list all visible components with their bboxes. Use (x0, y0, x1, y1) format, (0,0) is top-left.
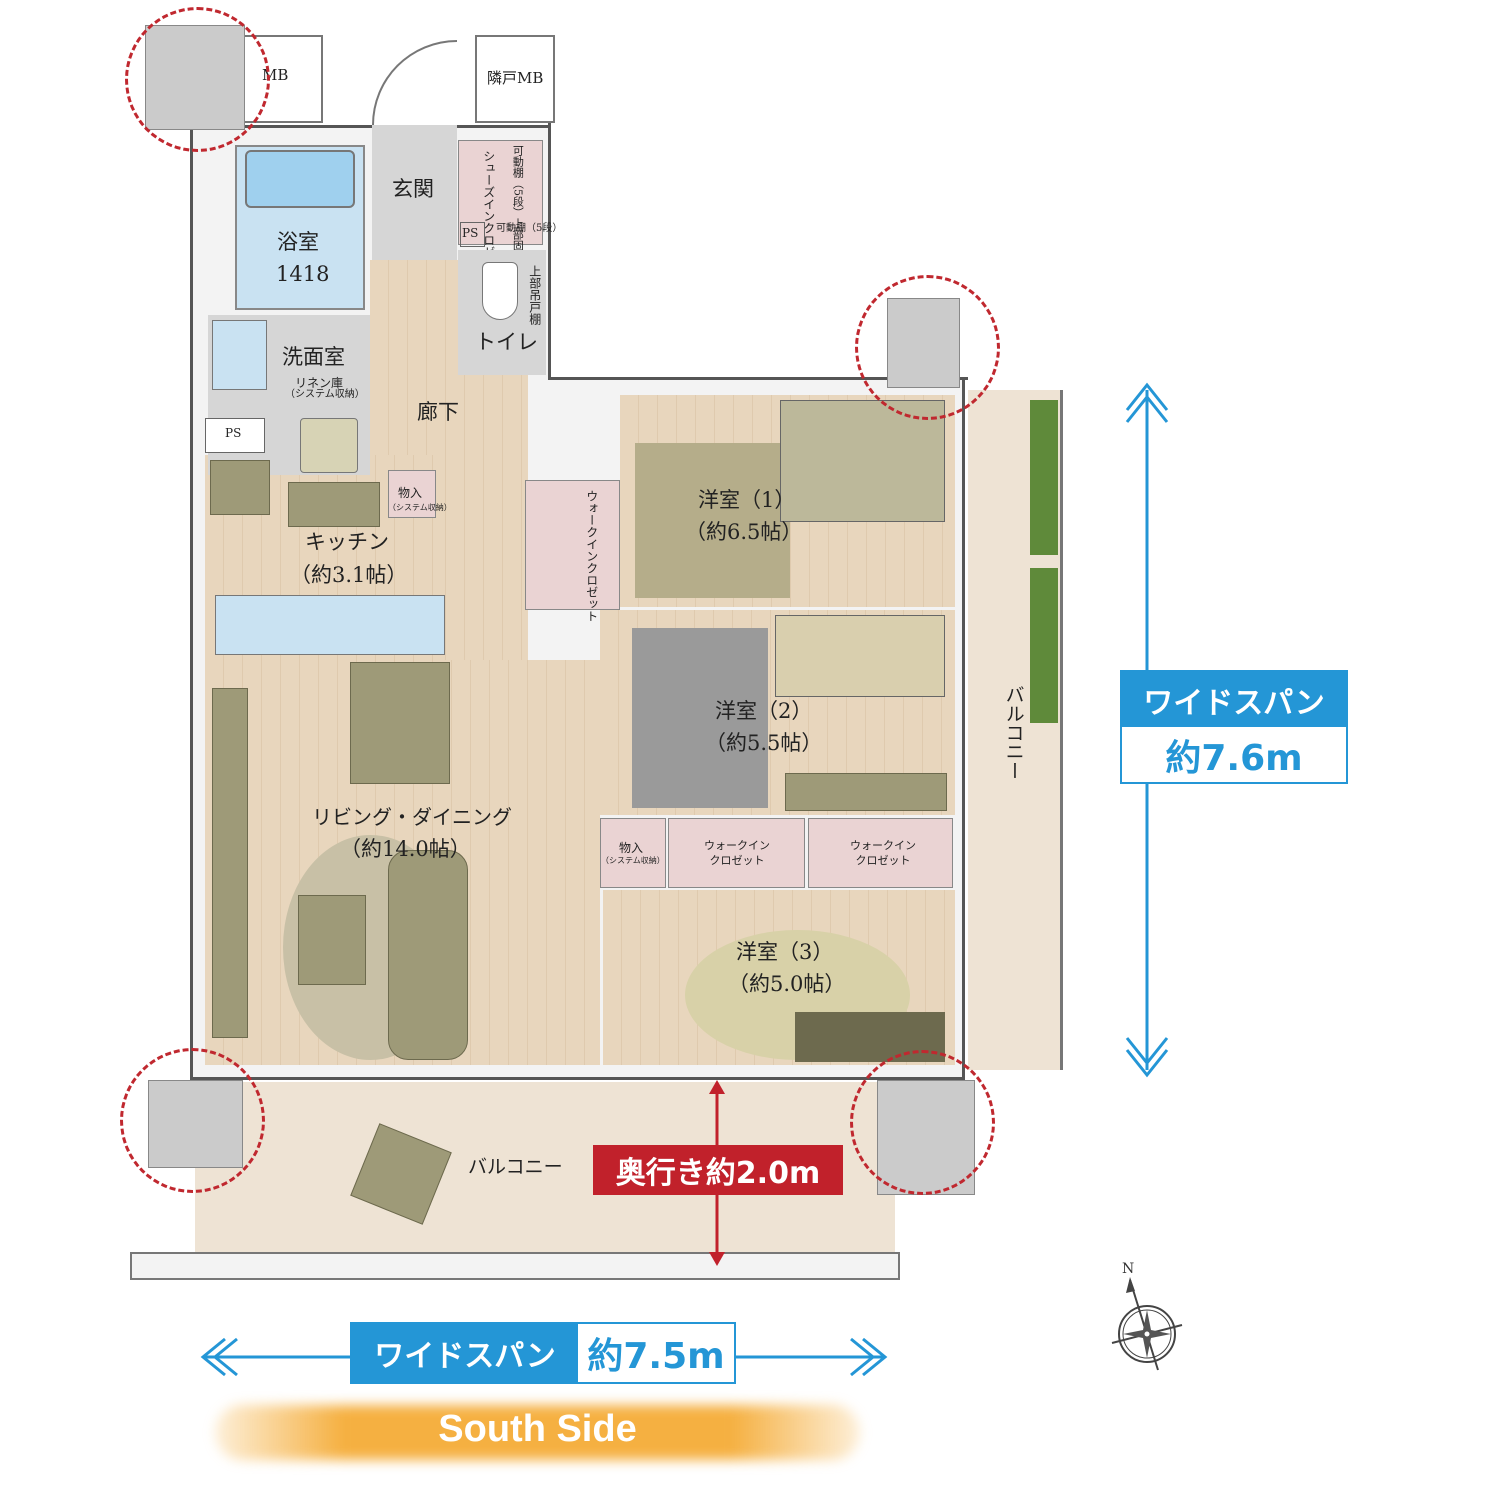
room1-label: 洋室（1） (698, 488, 796, 512)
room2-desk (785, 773, 947, 811)
coffee-table (298, 895, 366, 985)
storage2-sub: （システム収納） (601, 856, 665, 865)
shoe-closet (458, 140, 543, 245)
wic3 (808, 818, 953, 888)
planter-east-2 (1030, 568, 1058, 723)
balcony-east-label: バルコニー (1002, 685, 1025, 780)
washbasin (212, 320, 267, 390)
bath-size: 1418 (276, 262, 330, 286)
south-side-glow (215, 1405, 860, 1460)
living-size: （約14.0帖） (340, 837, 471, 861)
compass-n: N (1122, 1261, 1134, 1277)
shelf-upper-label: 可動棚（5段）上部固定棚 (511, 145, 525, 273)
room1-bed (780, 400, 945, 522)
wic2 (668, 818, 805, 888)
room3-label: 洋室（3） (736, 940, 834, 964)
ps-top-label: PS (462, 226, 479, 240)
shoe-closet-label: シューズインクロゼット (481, 150, 496, 282)
entrance-label: 玄関 (392, 177, 434, 201)
dashed-circle-sw (120, 1048, 265, 1193)
shelf-label: 可動棚（5段） (496, 223, 563, 234)
neighbor-mb-label: 隣戸MB (487, 69, 544, 87)
ps-left-label: PS (225, 426, 242, 440)
balcony-south-rail (130, 1252, 900, 1280)
planter-east-1 (1030, 400, 1058, 555)
wic2-label: ウォークインクロゼット (704, 839, 770, 868)
wide-span-v-box: ワイドスパン 約7.6m (1120, 670, 1348, 784)
room2-bed (775, 615, 945, 697)
upper-cabinet-label: 上部吊戸棚 (527, 265, 542, 325)
bath-label: 浴室 (277, 230, 319, 254)
wic3-label: ウォークインクロゼット (850, 839, 916, 868)
living-label: リビング・ダイニング (312, 805, 512, 829)
room1-rug (635, 443, 790, 598)
toilet-label: トイレ (475, 330, 538, 354)
toilet-icon (482, 262, 518, 320)
dashed-circle-se (850, 1050, 995, 1195)
ps-top (460, 222, 485, 247)
linen-sub: （システム収納） (285, 389, 365, 400)
wide-span-h-label: ワイドスパン (352, 1324, 578, 1382)
kitchen-counter-back (288, 482, 380, 527)
entrance-area (372, 125, 457, 260)
wide-span-v-label: ワイドスパン (1122, 672, 1346, 727)
tv-board (212, 688, 248, 1038)
south-side-label: South Side (438, 1408, 637, 1450)
storage2-label: 物入 (619, 841, 644, 855)
dashed-circle-ne (855, 275, 1000, 420)
dashed-circle-nw (125, 7, 270, 152)
room2-size: （約5.5帖） (705, 731, 823, 755)
wide-span-v-value: 約7.6m (1165, 737, 1303, 779)
wic1-label: ウォークインクロゼット (584, 490, 599, 622)
ps-left (205, 418, 265, 453)
room3-size: （約5.0帖） (728, 972, 846, 996)
washroom-label: 洗面室 (282, 345, 345, 369)
wic1 (525, 480, 620, 610)
compass-icon: N (1111, 1261, 1183, 1371)
bathtub (245, 150, 355, 208)
storage2 (600, 818, 666, 888)
storage1-sub: （システム収納） (388, 503, 452, 512)
kitchen-counter (215, 595, 445, 655)
balcony-south-label: バルコニー (468, 1156, 563, 1178)
dining-table (350, 662, 450, 784)
depth-label: 奥行き約2.0m (593, 1145, 843, 1195)
room2-rug (632, 628, 768, 808)
sofa (388, 850, 468, 1060)
linen-label: リネン庫 (295, 376, 344, 390)
washing-machine (300, 418, 358, 473)
entrance-door[interactable] (372, 40, 457, 125)
wide-span-h-value: 約7.5m (587, 1336, 725, 1377)
storage1 (388, 470, 436, 518)
fridge (210, 460, 270, 515)
storage1-label: 物入 (398, 486, 423, 500)
room2-label: 洋室（2） (715, 699, 813, 723)
wide-span-h-box: ワイドスパン 約7.5m (350, 1322, 736, 1384)
neighbor-mb-box (475, 35, 555, 123)
hallway-label: 廊下 (417, 400, 459, 424)
room1-size: （約6.5帖） (685, 520, 803, 544)
kitchen-label: キッチン (305, 530, 389, 554)
kitchen-size: （約3.1帖） (290, 563, 408, 587)
